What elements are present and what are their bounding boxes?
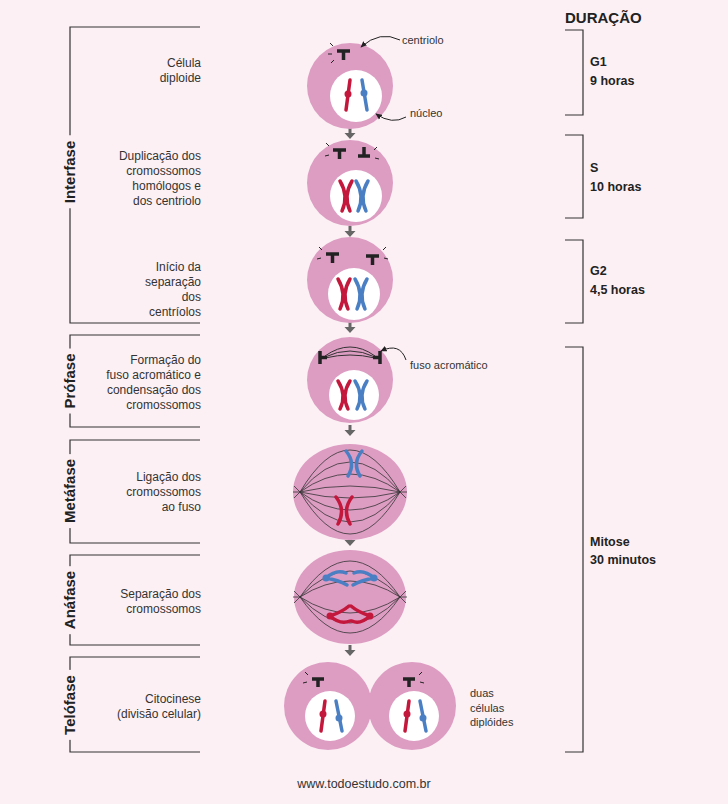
- leader-line: [361, 36, 400, 47]
- centriole: [312, 679, 415, 687]
- phase-name: G1: [590, 55, 607, 70]
- duration-value: 9 horas: [590, 74, 634, 89]
- centriole: [326, 254, 379, 265]
- centromere-blue: [420, 715, 427, 722]
- phase-label: Interfase: [61, 136, 79, 209]
- centromere-blue: [323, 575, 330, 582]
- centriole-rays: [328, 43, 334, 63]
- phase-label: Metáfase: [61, 454, 79, 528]
- nucleus: [328, 268, 380, 320]
- nucleus: [330, 70, 382, 122]
- centromere-red: [327, 613, 334, 620]
- nucleus: [305, 691, 355, 741]
- leader-line: [381, 348, 406, 360]
- centriole: [337, 51, 350, 60]
- stage-description: Ligação dos cromossomos ao fuso: [123, 470, 201, 515]
- chromosome-red: [336, 497, 352, 524]
- phase-bracket: [70, 27, 200, 752]
- spindle-fibers: [293, 450, 407, 534]
- centriole: [320, 351, 380, 364]
- centromere-blue: [371, 575, 378, 582]
- chromosome-blue: [355, 279, 367, 309]
- callout-label: duas células diplóides: [470, 686, 516, 730]
- cell-body: [294, 550, 406, 644]
- chromosome-blue: [346, 451, 362, 476]
- callout-label: núcleo: [410, 106, 442, 121]
- chromosome-red: [338, 279, 350, 309]
- duration-value: 30 minutos: [590, 553, 656, 568]
- centriole: [333, 147, 370, 159]
- phase-label: Telófase: [61, 670, 79, 740]
- centromere-red: [320, 711, 327, 718]
- leader-line: [376, 114, 406, 120]
- stage-description: Formação do fuso acromático e condensaçã…: [105, 353, 201, 413]
- callout-label: fuso acromático: [410, 358, 488, 373]
- spindle-fibers: [325, 347, 375, 358]
- phase-label: Anáfase: [61, 566, 79, 634]
- stage-description: Separação dos cromossomos: [119, 587, 201, 617]
- callout-label: centriolo: [402, 33, 444, 48]
- phase-name: Mitose: [590, 535, 630, 550]
- chromosome-red: [340, 181, 352, 211]
- centriole-rays: [325, 143, 379, 159]
- stage-description: Início da separação dos centríolos: [129, 260, 201, 320]
- column-heading: DURAÇÃO: [565, 10, 642, 25]
- nucleus: [329, 370, 379, 420]
- centromere-blue: [361, 90, 368, 97]
- stage-description: Célula diploide: [146, 56, 201, 86]
- chromosome-blue: [336, 701, 426, 731]
- duration-bracket: [565, 30, 583, 752]
- phase-label: Prófase: [61, 348, 79, 413]
- duration-value: 4,5 horas: [590, 283, 645, 298]
- cell-body: [307, 237, 393, 323]
- chromosome-red: [330, 606, 370, 622]
- phase-name: G2: [590, 264, 607, 279]
- chromosome-red: [338, 381, 350, 409]
- spindle-fibers: [293, 561, 407, 633]
- chromosome-blue: [326, 572, 374, 585]
- stage-description: Citocinese (divisão celular): [111, 692, 201, 722]
- phase-name: S: [590, 161, 598, 176]
- chromosome-blue: [356, 181, 368, 211]
- watermark: www.todoestudo.com.br: [264, 777, 464, 792]
- centriole-rays: [317, 247, 388, 259]
- centriole-rays: [303, 672, 424, 683]
- cell-body: [293, 444, 407, 540]
- chromosome-blue: [355, 381, 367, 409]
- chromosome-red: [321, 701, 409, 731]
- cell-body: [307, 337, 393, 423]
- cleavage-neck: [355, 693, 385, 719]
- centromere-red: [404, 711, 411, 718]
- duration-value: 10 horas: [590, 180, 641, 195]
- centromere-blue: [336, 715, 343, 722]
- stage-description: Duplicação dos cromossomos homólogos e d…: [115, 149, 201, 209]
- cell-body: [307, 140, 393, 226]
- nucleus: [389, 691, 439, 741]
- nucleus: [330, 170, 382, 222]
- centromere-red: [367, 613, 374, 620]
- centromere-red: [345, 91, 352, 98]
